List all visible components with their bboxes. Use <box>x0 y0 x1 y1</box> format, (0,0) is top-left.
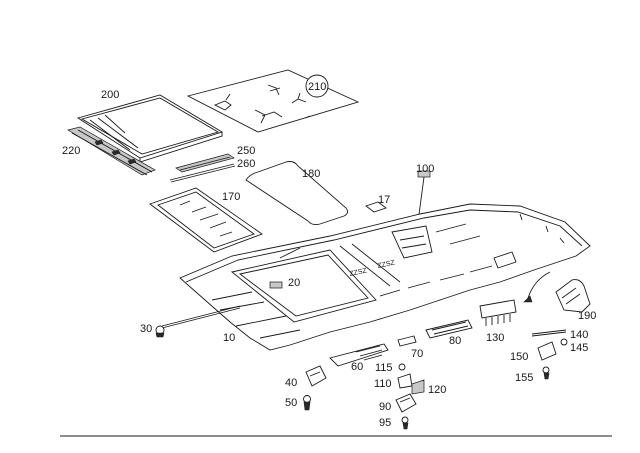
part-110-clip <box>397 373 413 389</box>
label-95: 95 <box>379 417 391 429</box>
label-100: 100 <box>416 163 434 175</box>
label-70: 70 <box>411 348 423 360</box>
label-115: 115 <box>375 362 393 374</box>
part-70-clip <box>397 335 417 347</box>
label-155: 155 <box>515 372 533 384</box>
label-130: 130 <box>486 332 504 344</box>
label-120: 120 <box>428 384 446 396</box>
part-130-comb <box>479 299 517 326</box>
label-40: 40 <box>285 377 297 389</box>
label-60: 60 <box>351 361 363 373</box>
label-50: 50 <box>285 397 297 409</box>
part-115-clip <box>398 363 406 371</box>
part-145-screw <box>560 338 568 346</box>
label-200: 200 <box>101 89 119 101</box>
part-170-glass <box>149 187 263 253</box>
label-180: 180 <box>302 168 320 180</box>
label-145: 145 <box>570 342 588 354</box>
label-30: 30 <box>140 323 152 335</box>
label-140: 140 <box>570 329 588 341</box>
label-260: 260 <box>237 158 255 170</box>
part-20-pad <box>269 281 283 289</box>
label-17: 17 <box>378 194 390 206</box>
label-90: 90 <box>379 401 391 413</box>
part-190-handle <box>523 271 591 313</box>
label-80: 80 <box>449 335 461 347</box>
label-110: 110 <box>374 378 392 390</box>
part-250-strip <box>175 153 235 173</box>
part-50-screw <box>303 395 311 411</box>
headliner-body: ZZSZ ZZSZ <box>179 203 591 351</box>
label-190: 190 <box>578 310 596 322</box>
label-170: 170 <box>222 191 240 203</box>
part-200-panel <box>76 94 224 163</box>
part-80-strip <box>425 319 473 339</box>
part-260-strip <box>169 163 236 183</box>
label-20: 20 <box>288 277 300 289</box>
part-120-clip <box>411 379 425 395</box>
label-150: 150 <box>510 351 528 363</box>
part-180-seal <box>245 161 349 226</box>
svg-text:ZZSZ: ZZSZ <box>349 267 368 278</box>
part-30-screw <box>155 305 241 338</box>
part-140-rod <box>531 329 567 337</box>
callout-labels: 200 210 220 250 260 180 100 170 17 20 30… <box>62 81 596 429</box>
label-10: 10 <box>223 332 235 344</box>
label-250: 250 <box>237 145 255 157</box>
label-220: 220 <box>62 145 80 157</box>
part-60-bracket <box>329 343 389 367</box>
part-90-holder <box>395 393 417 413</box>
callout-circle-210 <box>305 74 329 98</box>
part-95-screw <box>401 416 409 430</box>
part-150-bracket <box>537 341 557 361</box>
part-220-rail <box>67 126 156 176</box>
part-17-pad <box>365 201 387 213</box>
part-40-bracket <box>305 365 327 387</box>
part-210-wiring-sheet <box>186 69 360 133</box>
label-210: 210 <box>308 81 326 93</box>
part-155-screw <box>542 366 550 380</box>
svg-text:ZZSZ: ZZSZ <box>377 259 396 270</box>
